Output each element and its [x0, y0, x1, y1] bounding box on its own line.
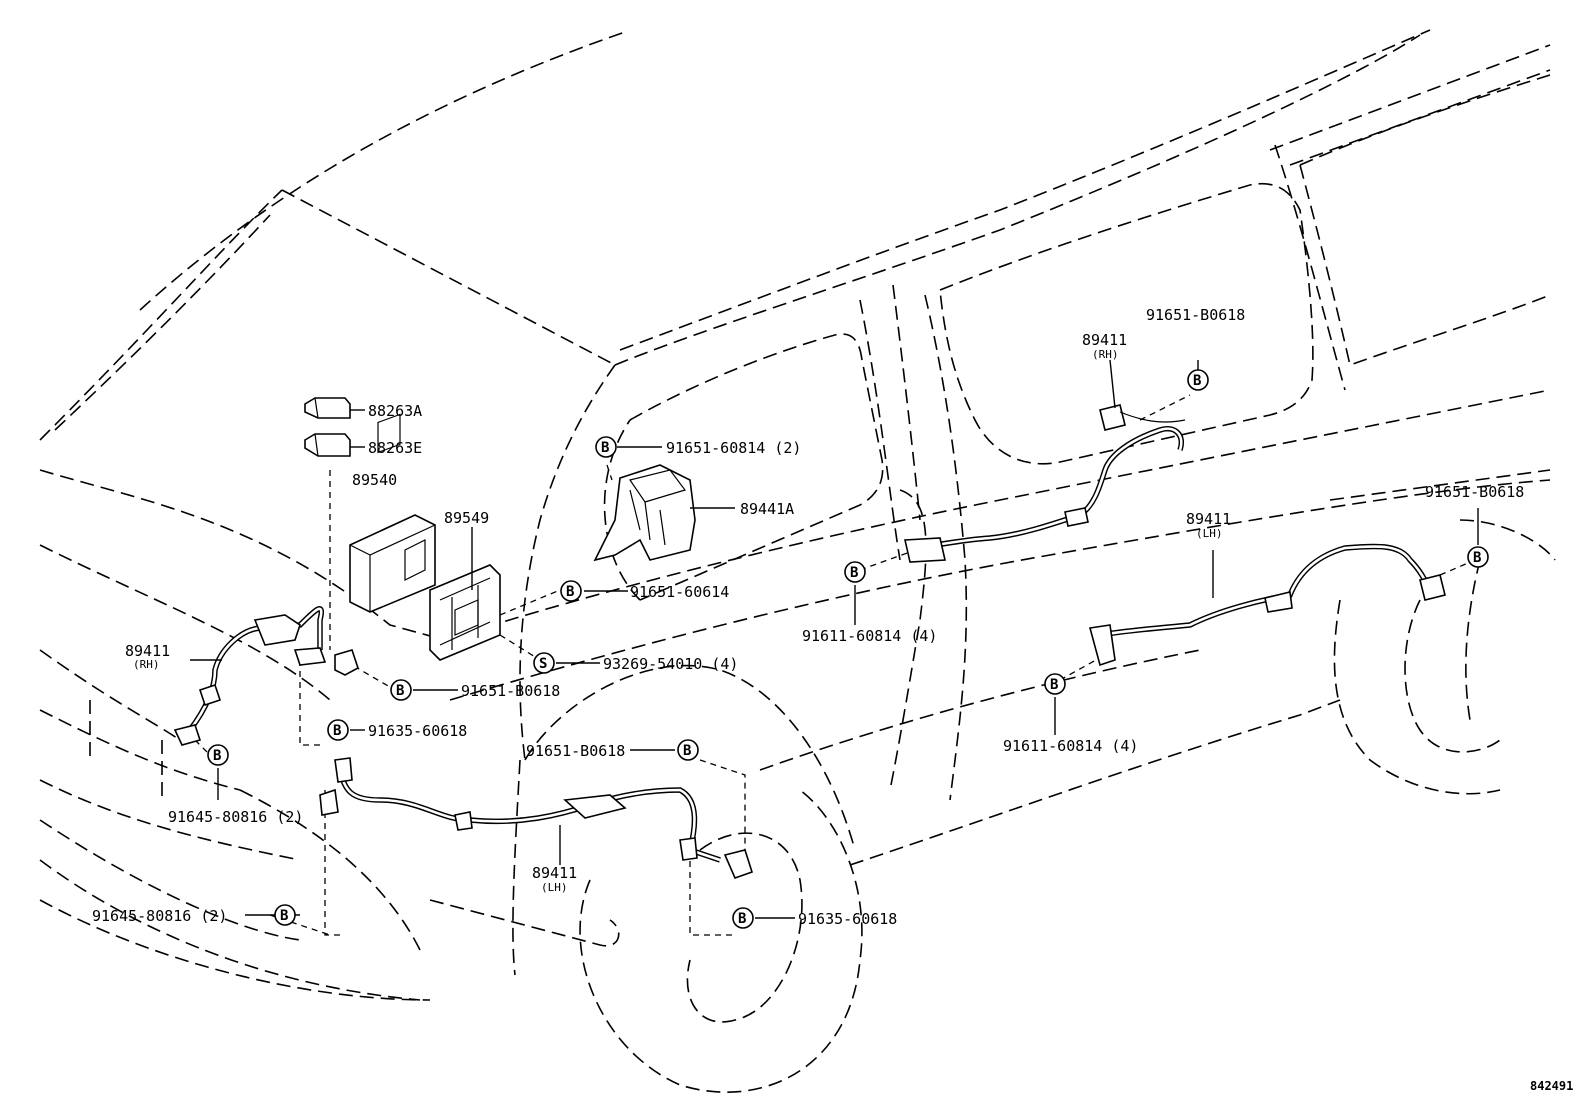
front-lh-harness-icon: [319, 757, 753, 880]
label-bracket-89549: 89549: [444, 509, 489, 527]
label-ecu-89540: 89540: [352, 471, 397, 489]
label-front-lh-harness: 89411: [532, 864, 577, 882]
svg-text:B: B: [280, 908, 288, 924]
bolt-mark: B: [207, 744, 229, 766]
svg-text:B: B: [601, 440, 609, 456]
fastener-labels: 91651-60814 (2) 91651-60614 93269-54010 …: [92, 306, 1524, 928]
bolt-mark: B: [1044, 673, 1066, 695]
label-front-rh-side: (RH): [133, 658, 160, 671]
relay-88263e-icon: [304, 433, 351, 457]
bolt-mark: B: [327, 719, 349, 741]
label-bracket-89441a: 89441A: [740, 500, 794, 518]
svg-text:B: B: [333, 723, 341, 739]
rear-rh-harness-icon: [904, 404, 1186, 563]
bolt-mark: B: [390, 679, 412, 701]
bolt-mark: B: [560, 580, 582, 602]
label-screw: 93269-54010 (4): [603, 655, 738, 673]
bolt-mark: B: [1187, 369, 1209, 391]
label-rear-lh-side: (LH): [1196, 527, 1223, 540]
svg-text:B: B: [1050, 677, 1058, 693]
label-front-rh-harness: 89411: [125, 642, 170, 660]
label-bolt-rear-lower: 91611-60814 (4): [1003, 737, 1138, 755]
part-labels: 88263A 88263E 89540 89549 89441A 89411 (…: [125, 331, 1231, 894]
fastener-marks: B B S B B B B B B B B B B: [207, 369, 1489, 929]
label-bolt-front-lh-lower: 91635-60618: [798, 910, 897, 928]
bolt-mark: B: [732, 907, 754, 929]
label-bolt-front-lower: 91635-60618: [368, 722, 467, 740]
svg-text:B: B: [396, 683, 404, 699]
svg-text:B: B: [850, 565, 858, 581]
label-bolt-rear-center: 91611-60814 (4): [802, 627, 937, 645]
relay-88263a-icon: [304, 397, 351, 419]
diagram-code: 842491: [1530, 1079, 1573, 1093]
label-bolt-front-rh: 91651-B0618: [461, 682, 560, 700]
label-bolt-bumper-lh: 91645-80816 (2): [92, 907, 227, 925]
rear-lh-harness-icon: [1088, 543, 1446, 667]
svg-text:B: B: [566, 584, 574, 600]
svg-text:B: B: [1193, 373, 1201, 389]
label-bolt-mid: 91651-60614: [630, 583, 729, 601]
label-bolt-act: 91651-60814 (2): [666, 439, 801, 457]
label-rear-rh-side: (RH): [1092, 348, 1119, 361]
screw-mark: S: [533, 652, 555, 674]
bolt-mark: B: [1467, 546, 1489, 568]
ecu-bracket-89549-icon: [429, 564, 501, 661]
vehicle-outline: [39, 29, 1556, 1093]
bolt-mark: B: [677, 739, 699, 761]
label-bolt-rear-lh-right: 91651-B0618: [1425, 483, 1524, 501]
svg-text:B: B: [683, 743, 691, 759]
label-rear-rh-harness: 89411: [1082, 331, 1127, 349]
svg-text:B: B: [1473, 550, 1481, 566]
front-rh-harness-icon: [173, 606, 359, 746]
label-front-lh-side: (LH): [541, 881, 568, 894]
label-bolt-front-lh-upper: 91651-B0618: [526, 742, 625, 760]
label-relay-88263a: 88263A: [368, 402, 422, 420]
bolt-mark: B: [274, 904, 296, 926]
label-relay-88263e: 88263E: [368, 439, 422, 457]
bolt-mark: B: [595, 436, 617, 458]
svg-text:B: B: [213, 748, 221, 764]
svg-text:S: S: [539, 656, 547, 672]
ecu-89540-icon: [349, 413, 436, 613]
label-rear-lh-harness: 89411: [1186, 510, 1231, 528]
actuator-bracket-89441a-icon: [593, 464, 696, 562]
leader-lines: [190, 359, 1479, 919]
bolt-mark: B: [844, 561, 866, 583]
label-bolt-rear-rh-top: 91651-B0618: [1146, 306, 1245, 324]
label-bolt-bumper-rh: 91645-80816 (2): [168, 808, 303, 826]
svg-text:B: B: [738, 911, 746, 927]
